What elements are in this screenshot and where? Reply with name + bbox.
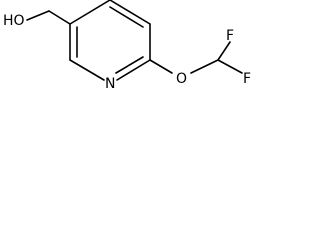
fluorine-upper-label: F — [226, 28, 234, 44]
bond-o-chf2 — [190, 59, 219, 74]
bond-ring-double-2 — [115, 56, 144, 74]
bond-oh-ch2 — [26, 10, 50, 21]
bond-ring-c6-n — [116, 59, 151, 81]
bond-ring-n-c2 — [69, 59, 105, 81]
bond-ring-c3-c4 — [69, 0, 111, 25]
ether-oxygen-label: O — [176, 71, 187, 87]
molecule-structure: HO N O F F — [3, 0, 251, 92]
bond-ring-double-1 — [109, 6, 144, 28]
bond-ch2-ring — [48, 10, 71, 25]
bond-c-f-lower — [217, 59, 243, 74]
ring-nitrogen-label: N — [105, 76, 115, 92]
atom-labels: HO N O F F — [3, 13, 251, 92]
bond-ring-c4-c5 — [109, 0, 151, 25]
bond-c-f-upper — [217, 41, 231, 61]
bonds — [26, 0, 243, 81]
bond-c6-o — [149, 59, 173, 74]
fluorine-lower-label: F — [243, 71, 251, 87]
hydroxyl-label: HO — [3, 13, 25, 29]
